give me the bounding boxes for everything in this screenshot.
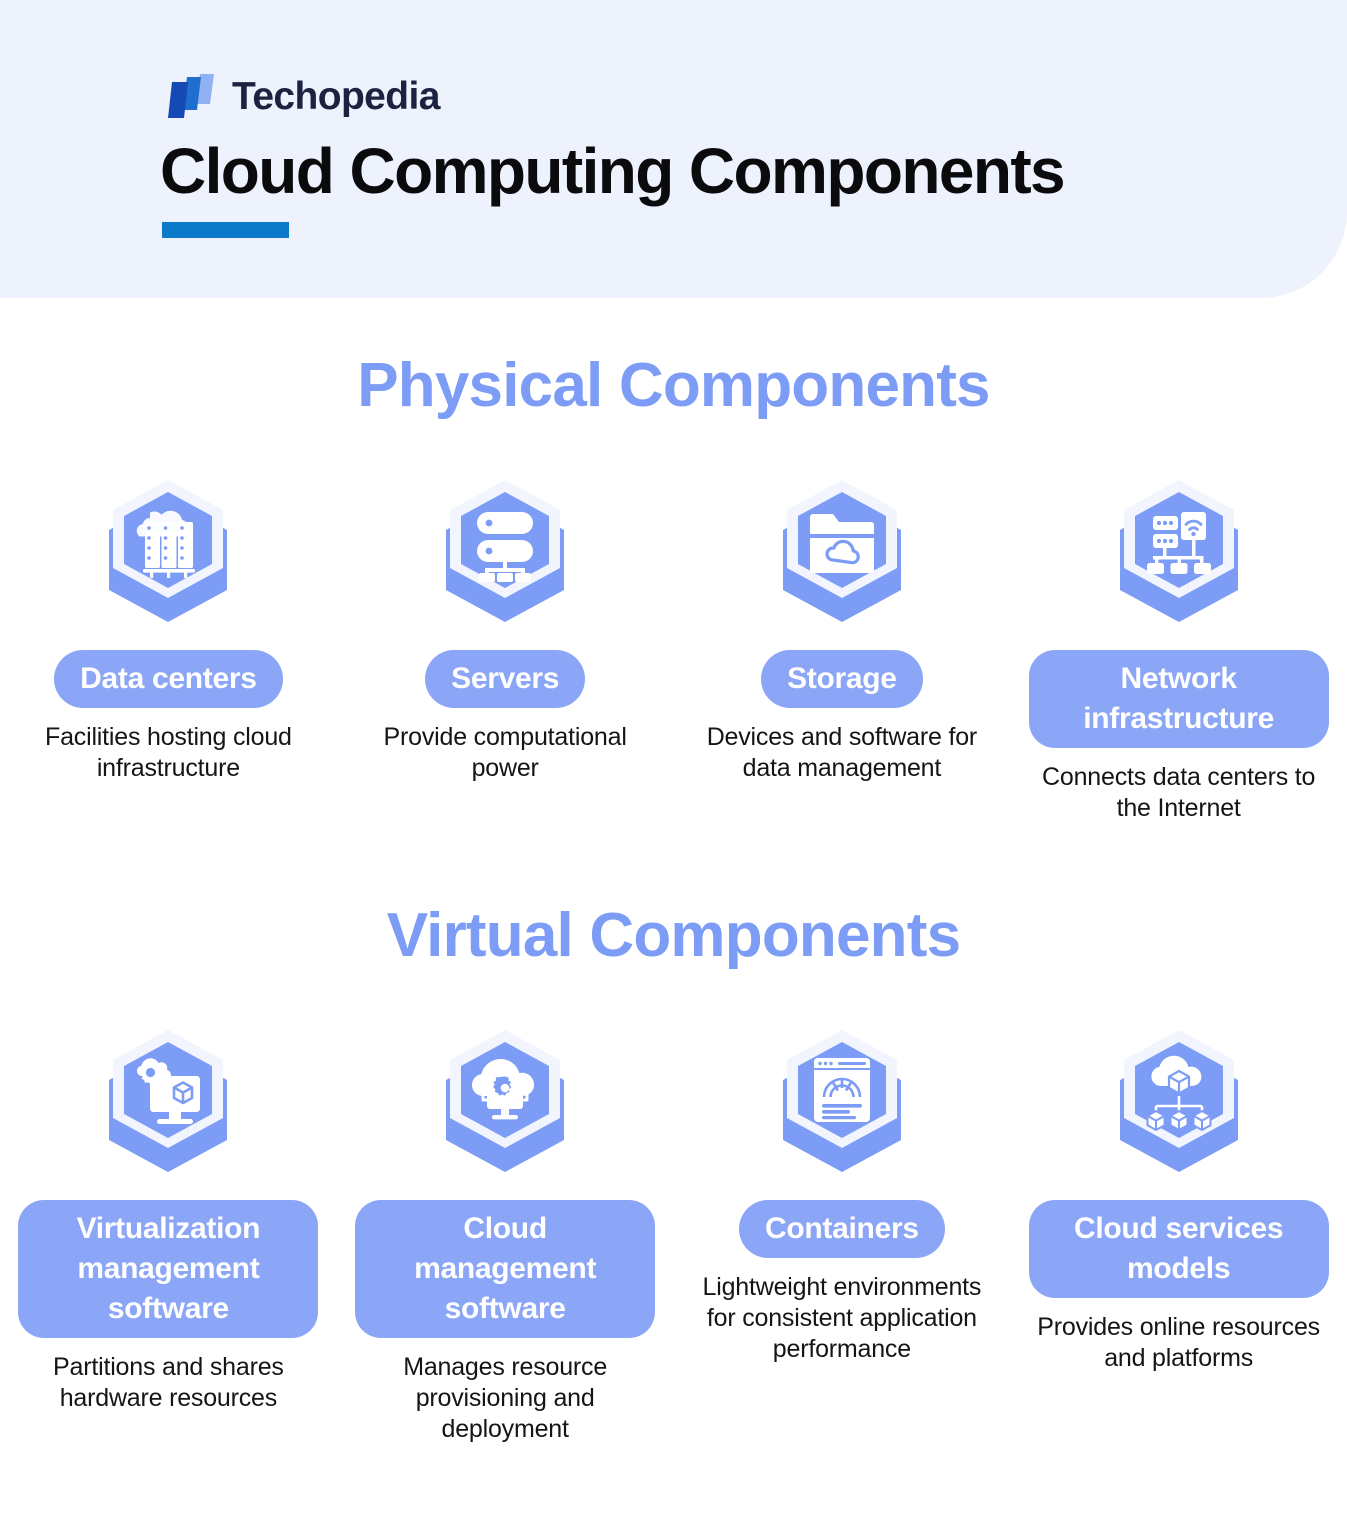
folder-cloud-icon (760, 468, 924, 632)
component-description: Manages resource provisioning and deploy… (403, 1352, 608, 1443)
section-heading-virtual: Virtual Components (386, 901, 961, 970)
virtual-components-row: Virtualization management software Parti… (0, 1018, 1347, 1445)
cloud-monitor-gear-icon (423, 1018, 587, 1182)
component-description: Provides online resources and platforms (1037, 1312, 1320, 1372)
component-description: Lightweight environments for consistent … (702, 1272, 982, 1363)
component-label: Containers (739, 1200, 945, 1258)
component-card-servers: Servers Provide computational power (337, 468, 674, 824)
component-label: Cloud services models (1028, 1200, 1329, 1298)
component-description: Facilities hosting cloud infrastructure (45, 722, 292, 782)
browser-gauge-icon (760, 1018, 924, 1182)
cloud-cube-tree-icon (1097, 1018, 1261, 1182)
component-description: Devices and software for data management (706, 722, 978, 782)
component-card-virtualization-management-software: Virtualization management software Parti… (0, 1018, 337, 1445)
component-card-cloud-management-software: Cloud management software Manages resour… (337, 1018, 674, 1445)
header-band: Techopedia Cloud Computing Components (0, 0, 1347, 298)
component-card-data-centers: Data centers Facilities hosting cloud in… (0, 468, 337, 824)
component-description: Partitions and shares hardware resources (53, 1352, 284, 1412)
component-card-cloud-services-models: Cloud services models Provides online re… (1010, 1018, 1347, 1445)
network-nodes-wifi-icon (1097, 468, 1261, 632)
component-label: Virtualization management software (18, 1200, 319, 1338)
physical-components-row: Data centers Facilities hosting cloud in… (0, 468, 1347, 824)
component-label: Cloud management software (355, 1200, 656, 1338)
brand: Techopedia (162, 70, 440, 122)
component-description: Connects data centers to the Internet (1042, 762, 1316, 822)
page-title: Cloud Computing Components (160, 135, 1066, 207)
monitor-cube-gear-cloud-icon (86, 1018, 250, 1182)
component-card-containers: Containers Lightweight environments for … (674, 1018, 1011, 1445)
brand-name: Techopedia (232, 74, 440, 118)
component-label: Storage (761, 650, 923, 708)
component-label: Servers (425, 650, 586, 708)
component-label: Network infrastructure (1028, 650, 1329, 748)
component-label: Data centers (54, 650, 283, 708)
techopedia-logo-icon (162, 70, 218, 122)
component-card-storage: Storage Devices and software for data ma… (674, 468, 1011, 824)
server-stack-icon (423, 468, 587, 632)
component-card-network-infrastructure: Network infrastructure Connects data cen… (1010, 468, 1347, 824)
section-heading-physical: Physical Components (357, 351, 990, 420)
title-accent-bar (162, 222, 289, 238)
data-center-racks-cloud-icon (86, 468, 250, 632)
component-description: Provide computational power (383, 722, 627, 782)
